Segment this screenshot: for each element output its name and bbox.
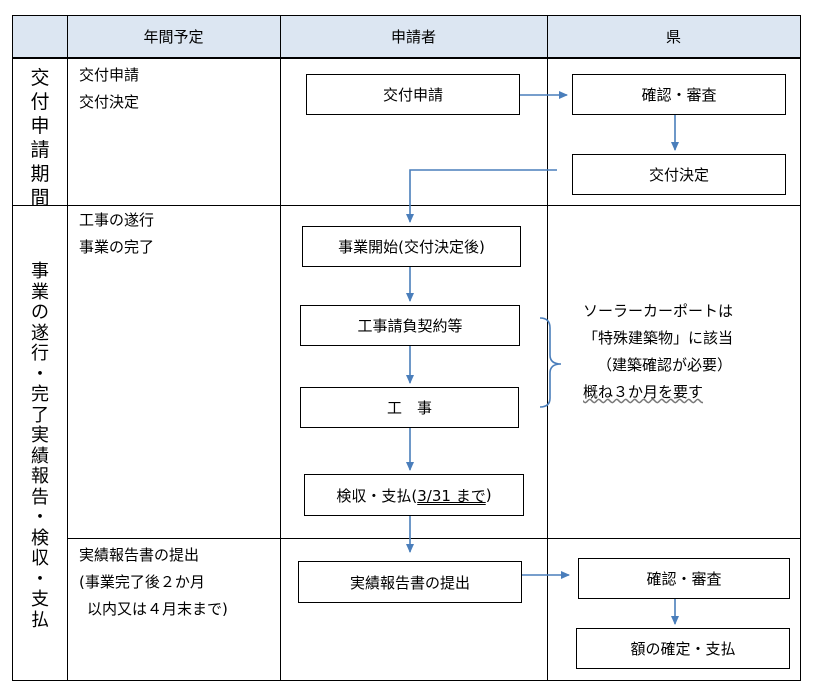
inspection-prefix: 検収・支払( bbox=[336, 486, 418, 505]
phase-label-char: ・ bbox=[31, 568, 49, 590]
phase-label-char: 付 bbox=[30, 91, 50, 113]
phase-label-char: 交 bbox=[30, 67, 50, 89]
pref-review-1: 確認・審査 bbox=[572, 74, 786, 115]
phase-label-char: 間 bbox=[30, 187, 50, 209]
grid-line bbox=[800, 15, 801, 681]
schedule-application: 交付申請 交付決定 bbox=[79, 62, 139, 116]
schedule-line: 実績報告書の提出 bbox=[79, 546, 200, 564]
note-line: ソーラーカーポートは bbox=[583, 302, 734, 320]
header-prefecture: 県 bbox=[547, 15, 800, 57]
note-line: 「特殊建築物」に該当 bbox=[583, 329, 734, 347]
header-schedule: 年間予定 bbox=[67, 15, 280, 57]
phase-label-char: 請 bbox=[30, 139, 50, 161]
phase-label-execution: 事業の遂行・完了実績報告・検収・支払 bbox=[20, 261, 60, 631]
grid-line bbox=[12, 205, 801, 206]
grid-line bbox=[12, 680, 801, 681]
phase-label-char: の bbox=[31, 302, 49, 323]
phase-label-char: 実 bbox=[31, 425, 49, 446]
schedule-execution: 工事の遂行 事業の完了 bbox=[79, 207, 154, 261]
schedule-line: 工事の遂行 bbox=[79, 211, 155, 229]
schedule-line: 交付決定 bbox=[79, 93, 140, 111]
phase-label-char: 事 bbox=[31, 261, 49, 282]
phase-label-char: ・ bbox=[31, 363, 49, 385]
phase-label-char: 報 bbox=[31, 466, 49, 487]
phase-label-char: 払 bbox=[31, 609, 49, 631]
grid-line bbox=[280, 15, 281, 681]
schedule-report: 実績報告書の提出 (事業完了後２か月 以内又は４月末まで) bbox=[79, 542, 228, 623]
phase-label-char: 績 bbox=[31, 445, 49, 467]
schedule-line: 事業の完了 bbox=[79, 238, 155, 256]
note-solar-carport: ソーラーカーポートは 「特殊建築物」に該当 （建築確認が必要） 概ね３か月を要す bbox=[583, 298, 733, 406]
step-project-start: 事業開始(交付決定後) bbox=[302, 226, 521, 267]
schedule-line: 以内又は４月末まで) bbox=[87, 600, 228, 618]
phase-label-char: ・ bbox=[31, 507, 49, 528]
step-inspection-payment: 検収・支払(3/31 まで) bbox=[304, 474, 524, 516]
schedule-line: (事業完了後２か月 bbox=[79, 573, 205, 591]
grid-line bbox=[67, 538, 801, 539]
phase-label-char: 支 bbox=[31, 589, 49, 610]
phase-label-char: 検 bbox=[31, 527, 49, 549]
phase-label-application: 交付申請期間 bbox=[20, 66, 60, 210]
header-applicant: 申請者 bbox=[280, 15, 547, 57]
note-bracket bbox=[539, 317, 562, 408]
inspection-deadline: 3/31 まで bbox=[417, 486, 486, 505]
phase-label-char: 告 bbox=[31, 486, 49, 508]
step-construction: 工 事 bbox=[300, 387, 519, 428]
phase-label-char: 申 bbox=[30, 115, 50, 137]
note-line: （建築確認が必要） bbox=[597, 356, 733, 374]
inspection-suffix: ) bbox=[485, 486, 492, 504]
pref-finalize-payment: 額の確定・支払 bbox=[576, 628, 790, 669]
header-blank-cell bbox=[12, 15, 67, 57]
grid-line bbox=[12, 15, 801, 16]
arrow-decision-to-start bbox=[406, 169, 557, 223]
phase-label-char: 遂 bbox=[31, 322, 49, 344]
pref-review-2: 確認・審査 bbox=[578, 558, 790, 599]
phase-label-char: 業 bbox=[31, 281, 49, 303]
step-report-submit: 実績報告書の提出 bbox=[298, 561, 522, 603]
phase-label-char: 完 bbox=[31, 384, 49, 405]
phase-label-char: 了 bbox=[31, 404, 49, 426]
schedule-line: 交付申請 bbox=[79, 66, 140, 84]
grid-line bbox=[12, 57, 801, 59]
note-line: 概ね３か月を要す bbox=[583, 383, 704, 401]
step-apply: 交付申請 bbox=[306, 74, 520, 115]
phase-label-char: 行 bbox=[31, 343, 49, 364]
grid-line bbox=[547, 15, 548, 681]
grid-line bbox=[67, 15, 68, 681]
pref-grant-decision: 交付決定 bbox=[572, 154, 786, 195]
step-contract: 工事請負契約等 bbox=[300, 305, 520, 346]
phase-label-char: 期 bbox=[30, 163, 50, 185]
grid-line bbox=[12, 15, 13, 681]
phase-label-char: 収 bbox=[31, 548, 49, 569]
